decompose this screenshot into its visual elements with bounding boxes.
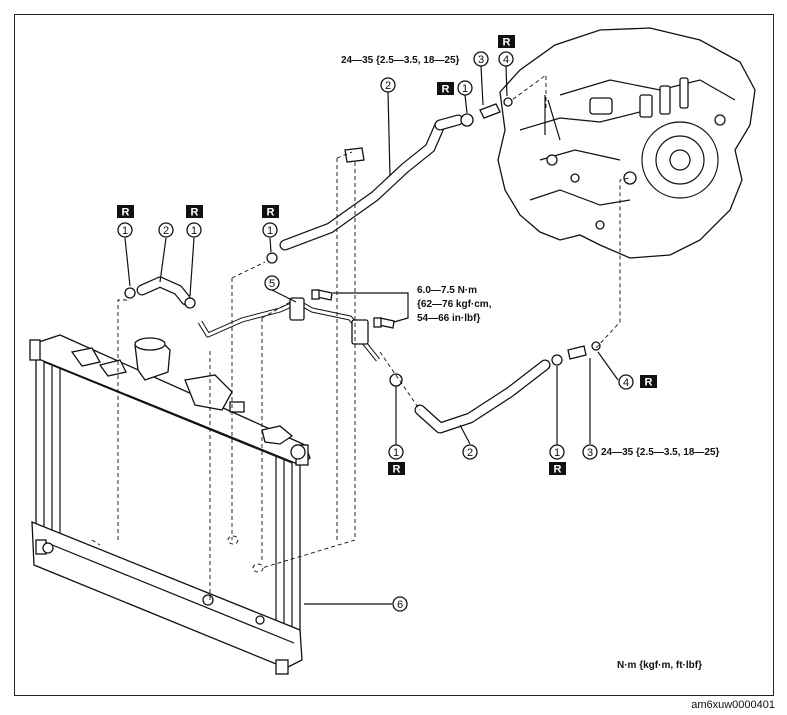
svg-text:1: 1 — [191, 225, 197, 237]
callout-1-d: 1 — [457, 80, 473, 96]
callout-4-a: 4 — [498, 51, 514, 67]
replace-badge: R — [117, 205, 134, 219]
radiator — [29, 334, 311, 675]
svg-text:3: 3 — [478, 54, 484, 66]
svg-text:R: R — [191, 207, 199, 219]
svg-text:R: R — [122, 207, 130, 219]
union-bolts — [479, 97, 601, 360]
leader-lines — [124, 65, 619, 605]
hose-left — [136, 276, 192, 306]
callout-4-b: 4 — [618, 374, 634, 390]
callout-1-e: 1 — [388, 444, 404, 460]
torque-pipe-bolts-line2: {62—76 kgf·cm, — [417, 299, 492, 310]
transaxle-housing — [497, 27, 756, 259]
callout-2-b: 2 — [380, 77, 396, 93]
svg-text:1: 1 — [267, 225, 273, 237]
hose-upper-right — [279, 114, 464, 251]
svg-text:R: R — [503, 37, 511, 49]
svg-text:1: 1 — [462, 83, 468, 95]
units-note: N·m {kgf·m, ft·lbf} — [617, 660, 702, 671]
svg-text:6: 6 — [397, 599, 403, 611]
hose-lower — [414, 359, 551, 434]
callout-3-a: 3 — [473, 51, 489, 67]
replace-badge: R — [262, 205, 279, 219]
figure-frame — [14, 14, 774, 696]
clamps — [124, 113, 563, 387]
svg-text:2: 2 — [385, 80, 391, 92]
replace-badge: R — [186, 205, 203, 219]
oil-pipe-assembly — [197, 289, 395, 362]
svg-text:5: 5 — [269, 278, 275, 290]
torque-union-bolt-right: 24—35 {2.5—3.5, 18—25} — [601, 447, 720, 458]
callout-1-c: 1 — [262, 222, 278, 238]
callout-1-b: 1 — [186, 222, 202, 238]
svg-text:R: R — [393, 464, 401, 476]
callout-6: 6 — [392, 596, 408, 612]
figure-code: am6xuw0000401 — [691, 699, 775, 711]
callout-2-c: 2 — [462, 444, 478, 460]
replace-badge: R — [498, 35, 515, 49]
svg-text:2: 2 — [163, 225, 169, 237]
torque-union-bolt-top: 24—35 {2.5—3.5, 18—25} — [341, 55, 460, 66]
callout-1-a: 1 — [117, 222, 133, 238]
svg-text:R: R — [442, 84, 450, 96]
svg-text:1: 1 — [122, 225, 128, 237]
svg-text:3: 3 — [587, 447, 593, 459]
torque-pipe-bolts-line3: 54—66 in·lbf} — [417, 313, 480, 324]
guide-lines — [117, 74, 631, 600]
svg-text:2: 2 — [467, 447, 473, 459]
svg-text:1: 1 — [554, 447, 560, 459]
svg-text:R: R — [645, 377, 653, 389]
svg-text:R: R — [554, 464, 562, 476]
replace-badge: R — [388, 462, 405, 476]
svg-text:4: 4 — [623, 377, 629, 389]
callout-5: 5 — [264, 275, 280, 291]
replace-badge: R — [549, 462, 566, 476]
torque-pipe-bolts-line1: 6.0—7.5 N·m — [417, 285, 477, 296]
replace-badge: R — [437, 82, 454, 96]
svg-text:1: 1 — [393, 447, 399, 459]
replace-badge: R — [640, 375, 657, 389]
svg-text:4: 4 — [503, 54, 509, 66]
callout-2-a: 2 — [158, 222, 174, 238]
callout-3-b: 3 — [582, 444, 598, 460]
svg-text:R: R — [267, 207, 275, 219]
callout-1-f: 1 — [549, 444, 565, 460]
